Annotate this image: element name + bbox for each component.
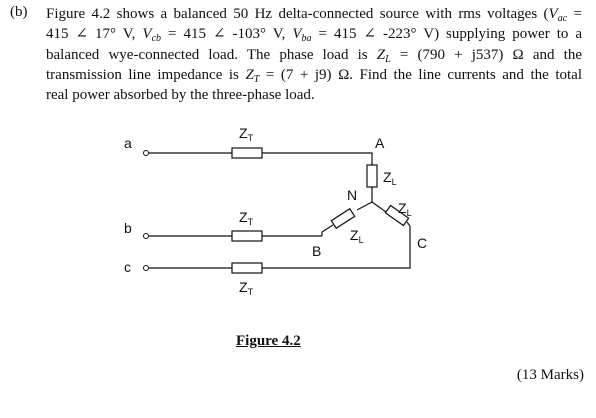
- question-line-5: real power absorbed by the three-phase l…: [46, 87, 315, 104]
- terminal-a-node: [143, 150, 149, 156]
- terminal-c-node: [143, 265, 149, 271]
- zl-label-B: ZL: [350, 227, 364, 245]
- question-line-3: balanced wye-connected load. The phase l…: [46, 46, 582, 65]
- node-N-label: N: [347, 187, 357, 203]
- question-line-2: 415 ∠ 17° V, Vcb = 415 ∠ -103° V, Vba = …: [46, 26, 583, 45]
- load-impedance-B: [330, 207, 356, 230]
- load-impedance-C: [384, 204, 410, 227]
- node-A-label: A: [375, 135, 385, 151]
- question-line-1: Figure 4.2 shows a balanced 50 Hz delta-…: [46, 6, 583, 24]
- node-C-label: C: [417, 235, 427, 251]
- terminal-b-node: [143, 233, 149, 239]
- load-impedance-A: [366, 164, 378, 188]
- zt-label-c: ZT: [239, 279, 254, 297]
- line-impedance-b: [231, 230, 263, 242]
- wire-N-to-B-lower: [321, 224, 334, 233]
- wire-c-right: [262, 226, 411, 269]
- wire-a-right: [262, 152, 373, 165]
- wire-N-to-C-upper: [371, 201, 387, 213]
- zt-label-b: ZT: [239, 209, 254, 227]
- zl-label-A: ZL: [383, 169, 397, 187]
- figure-caption: Figure 4.2: [236, 333, 301, 349]
- zt-label-a: ZT: [239, 125, 254, 143]
- question-line-4: transmission line impedance is ZT = (7 +…: [46, 66, 582, 85]
- zl-label-C: ZL: [398, 200, 412, 218]
- question-label: (b): [10, 4, 28, 20]
- question-text: Figure 4.2 shows a balanced 50 Hz delta-…: [46, 4, 582, 105]
- terminal-c-label: c: [124, 259, 131, 275]
- marks-allocation: (13 Marks): [516, 367, 584, 383]
- terminal-b-label: b: [124, 220, 132, 236]
- wire-N-to-C-lower: [406, 221, 411, 227]
- line-impedance-a: [231, 147, 263, 159]
- terminal-a-label: a: [124, 135, 132, 151]
- wire-N-to-B-upper: [356, 201, 373, 211]
- line-impedance-c: [231, 262, 263, 274]
- node-B-label: B: [312, 243, 321, 259]
